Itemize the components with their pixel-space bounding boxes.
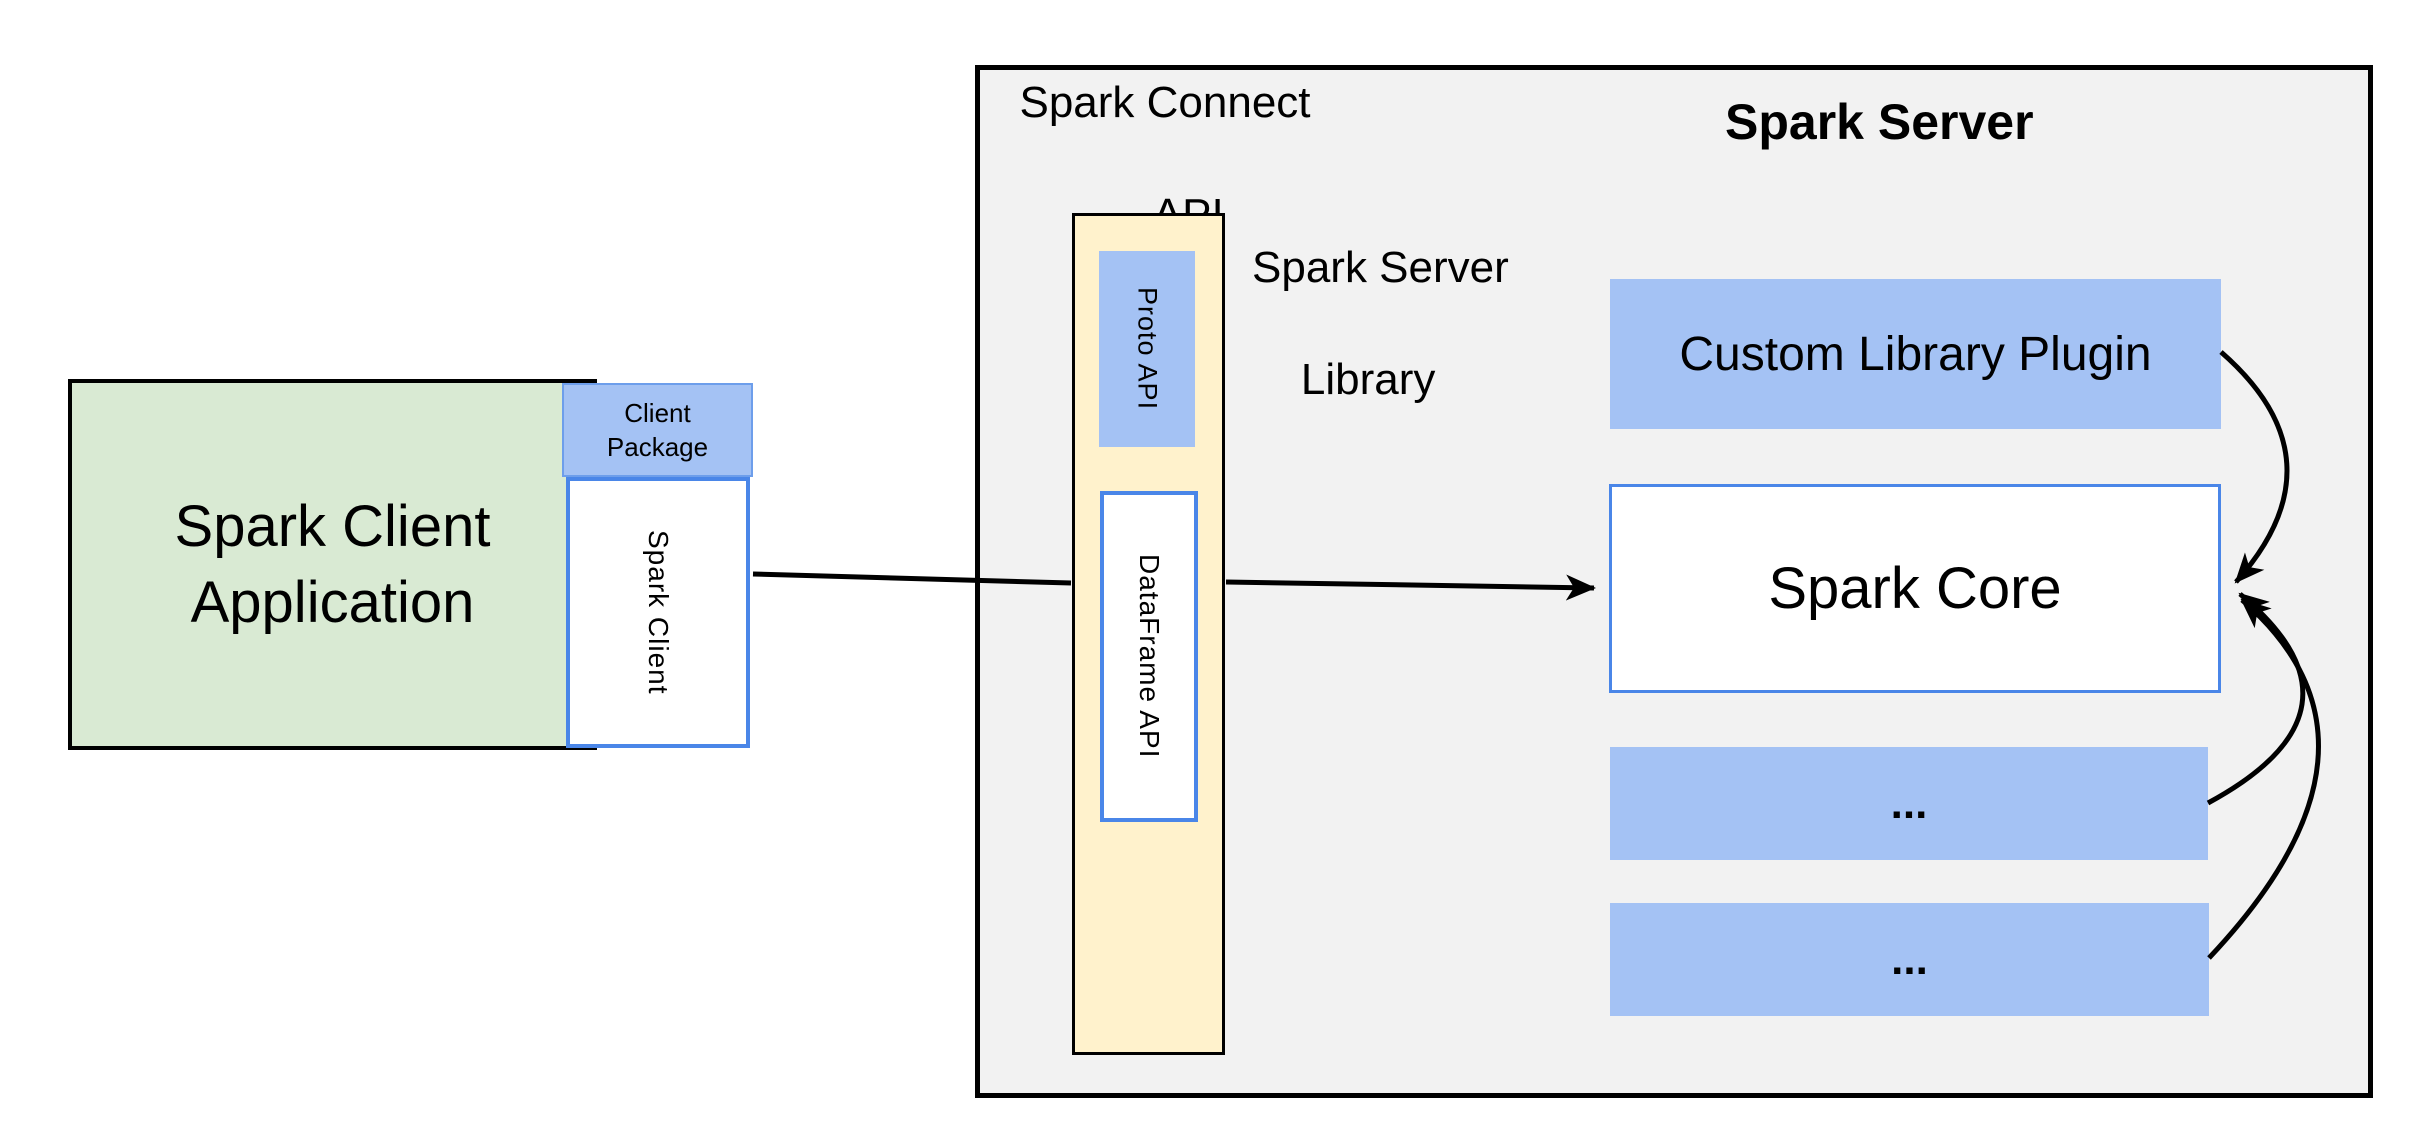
spark-client-application-line2: Application (190, 569, 475, 635)
spark-server-title: Spark Server (1725, 94, 2034, 150)
client-package-line1: Client (624, 398, 691, 428)
spark-connect-api-title-line1: Spark Connect (1019, 78, 1311, 127)
spark-server-library-label: Spark Server Library (1252, 240, 1509, 408)
dataframe-api-label: DataFrame API (1134, 554, 1165, 759)
plugin-slot-1-label: ... (1890, 778, 1928, 828)
plugin-slot-2-box: ... (1610, 903, 2209, 1016)
plugin-slot-1-box: ... (1610, 747, 2208, 860)
spark-client-label: Spark Client (643, 530, 674, 695)
spark-client-application-line1: Spark Client (174, 493, 491, 559)
proto-api-label: Proto API (1132, 287, 1163, 411)
spark-server-library-line2: Library (1300, 355, 1436, 404)
custom-library-plugin-label: Custom Library Plugin (1679, 327, 2152, 381)
client-package-label: Client Package (607, 396, 708, 464)
client-package-box: Client Package (562, 383, 753, 477)
spark-client-box: Spark Client (566, 477, 750, 748)
spark-server-library-line1: Spark Server (1252, 243, 1509, 292)
spark-client-application-box: Spark Client Application (68, 379, 597, 750)
spark-client-application-label: Spark Client Application (175, 489, 491, 641)
spark-core-box: Spark Core (1609, 484, 2221, 693)
spark-core-label: Spark Core (1768, 556, 2062, 621)
custom-library-plugin-box: Custom Library Plugin (1610, 279, 2221, 429)
proto-api-box: Proto API (1099, 251, 1195, 447)
dataframe-api-box: DataFrame API (1100, 491, 1198, 822)
client-package-line2: Package (606, 432, 709, 462)
plugin-slot-2-label: ... (1891, 934, 1928, 984)
